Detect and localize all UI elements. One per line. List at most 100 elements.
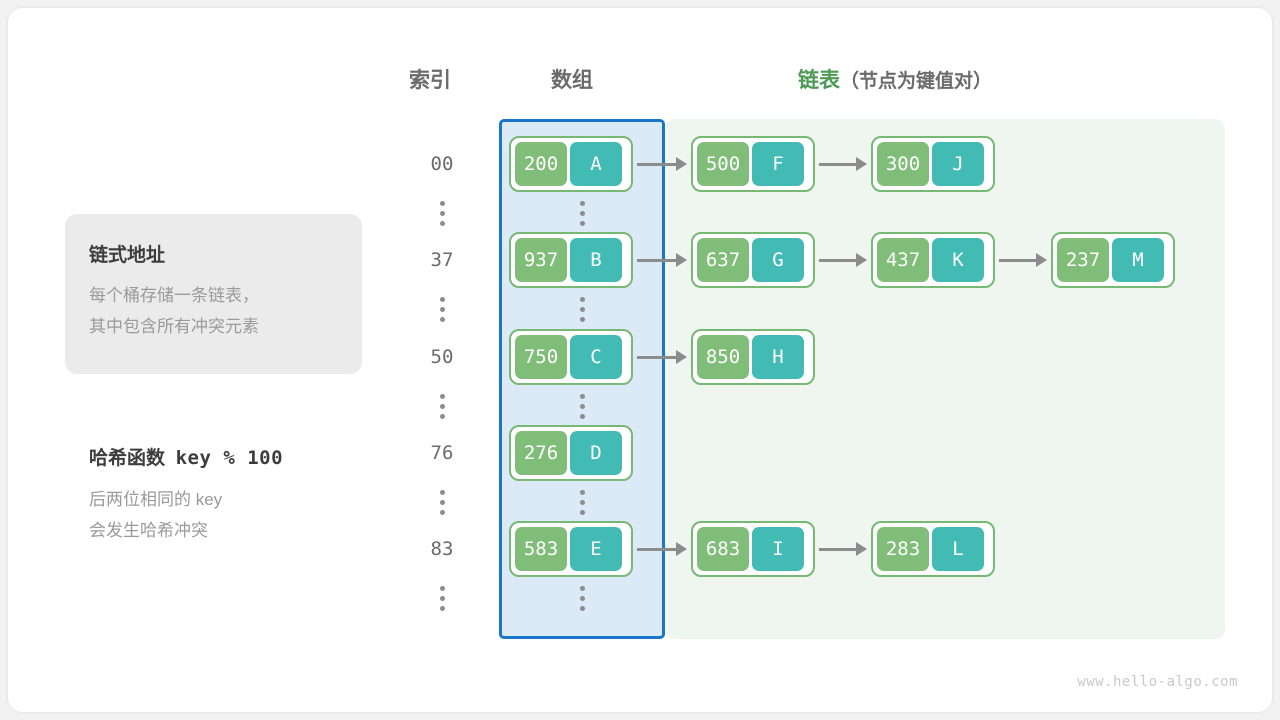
ellipsis-dot	[439, 306, 445, 312]
hash-function-title: 哈希函数 key % 100	[89, 443, 283, 470]
arrow-shaft	[637, 258, 676, 262]
chain-arrow	[999, 232, 1047, 288]
chain-arrow	[637, 136, 687, 192]
arrow-head	[676, 157, 687, 171]
arrow-shaft	[819, 547, 856, 551]
arrow-head	[676, 253, 687, 267]
bucket-index-label: 76	[430, 442, 454, 464]
kv-node-key: 637	[697, 238, 749, 282]
arrow-head	[856, 542, 867, 556]
ellipsis-dot	[439, 489, 445, 495]
vertical-ellipsis-arr	[549, 289, 615, 329]
kv-node-key: 237	[1057, 238, 1109, 282]
column-header-linkedlist-main: 链表	[798, 69, 840, 92]
hash-function-label: 哈希函数	[89, 448, 166, 469]
arrow-head	[856, 253, 867, 267]
ellipsis-dot	[579, 595, 585, 601]
ellipsis-dot	[579, 499, 585, 505]
column-header-linkedlist-sub: （节点为键值对）	[840, 71, 993, 92]
kv-node-value: E	[570, 527, 622, 571]
ellipsis-dot	[439, 403, 445, 409]
vertical-ellipsis-idx	[409, 578, 475, 618]
column-header-array: 数组	[551, 69, 593, 92]
arrow-head	[676, 542, 687, 556]
hash-function-expression: key % 100	[175, 447, 284, 469]
ellipsis-dot	[439, 296, 445, 302]
kv-node-value: G	[752, 238, 804, 282]
kv-node-value: D	[570, 431, 622, 475]
chain-arrow	[819, 136, 867, 192]
arrow-head	[1036, 253, 1047, 267]
ellipsis-dot	[439, 200, 445, 206]
kv-node-value: M	[1112, 238, 1164, 282]
kv-node-key: 683	[697, 527, 749, 571]
kv-node-value: C	[570, 335, 622, 379]
ellipsis-dot	[579, 403, 585, 409]
ellipsis-dot	[439, 595, 445, 601]
kv-node-key: 437	[877, 238, 929, 282]
vertical-ellipsis-arr	[549, 386, 615, 426]
kv-node-value: A	[570, 142, 622, 186]
vertical-ellipsis-idx	[409, 386, 475, 426]
kv-node-value: F	[752, 142, 804, 186]
ellipsis-dot	[579, 605, 585, 611]
vertical-ellipsis-idx	[409, 193, 475, 233]
arrow-shaft	[819, 162, 856, 166]
kv-node-value: L	[932, 527, 984, 571]
hash-function-body: 后两位相同的 key 会发生哈希冲突	[89, 490, 223, 540]
kv-node-value: I	[752, 527, 804, 571]
ellipsis-dot	[439, 509, 445, 515]
arrow-head	[676, 350, 687, 364]
arrow-head	[856, 157, 867, 171]
info-card-body: 每个桶存储一条链表， 其中包含所有冲突元素	[89, 286, 259, 336]
kv-node-key: 500	[697, 142, 749, 186]
ellipsis-dot	[579, 509, 585, 515]
bucket-index-label: 83	[430, 538, 454, 560]
ellipsis-dot	[439, 413, 445, 419]
ellipsis-dot	[439, 499, 445, 505]
ellipsis-dot	[579, 200, 585, 206]
arrow-shaft	[819, 258, 856, 262]
arrow-shaft	[637, 547, 676, 551]
ellipsis-dot	[439, 210, 445, 216]
info-card-title: 链式地址	[89, 245, 166, 266]
kv-node-key: 850	[697, 335, 749, 379]
vertical-ellipsis-idx	[409, 482, 475, 522]
arrow-shaft	[637, 355, 676, 359]
ellipsis-dot	[579, 393, 585, 399]
diagram-card: 索引 数组 链表（节点为键值对） 链式地址 每个桶存储一条链表， 其中包含所有冲…	[8, 8, 1272, 712]
arrow-shaft	[999, 258, 1036, 262]
column-header-index: 索引	[409, 69, 451, 92]
vertical-ellipsis-arr	[549, 482, 615, 522]
ellipsis-dot	[439, 316, 445, 322]
bucket-index-label: 00	[430, 153, 454, 175]
ellipsis-dot	[579, 489, 585, 495]
kv-node-value: K	[932, 238, 984, 282]
ellipsis-dot	[579, 306, 585, 312]
kv-node-key: 937	[515, 238, 567, 282]
kv-node-key: 750	[515, 335, 567, 379]
chain-arrow	[637, 521, 687, 577]
chain-arrow	[637, 232, 687, 288]
info-card-separate-chaining: 链式地址 每个桶存储一条链表， 其中包含所有冲突元素	[65, 214, 362, 374]
watermark: www.hello-algo.com	[1077, 674, 1238, 690]
kv-node-value: B	[570, 238, 622, 282]
ellipsis-dot	[439, 585, 445, 591]
bucket-index-label: 37	[430, 249, 454, 271]
ellipsis-dot	[579, 585, 585, 591]
column-header-linkedlist: 链表（节点为键值对）	[798, 64, 992, 94]
chain-arrow	[637, 329, 687, 385]
kv-node-value: J	[932, 142, 984, 186]
ellipsis-dot	[579, 296, 585, 302]
